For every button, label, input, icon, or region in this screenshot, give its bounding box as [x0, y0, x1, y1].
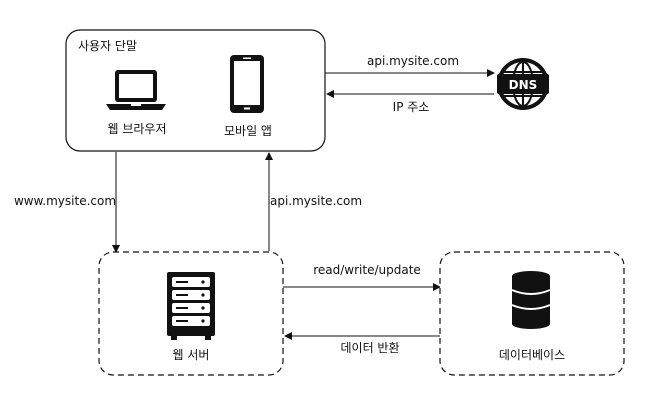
web-server-box: 웹 서버 [98, 251, 284, 376]
db-request-label: read/write/update [313, 263, 421, 277]
client-box-title: 사용자 단말 [78, 39, 137, 53]
browser-to-webserver-label: www.mysite.com [14, 194, 116, 208]
db-response-label: 데이터 반환 [340, 341, 399, 355]
browser-to-webserver-arrow: www.mysite.com [14, 152, 120, 253]
db-request-arrow: read/write/update [283, 263, 441, 291]
web-browser-label: 웹 브라우저 [107, 122, 166, 136]
dns-request-arrow: api.mysite.com [325, 54, 495, 77]
dns-globe-icon: DNS [497, 58, 549, 110]
dns-icon-text: DNS [509, 78, 538, 92]
database-icon [511, 271, 551, 329]
mobile-app-label: 모바일 앱 [224, 124, 272, 138]
laptop-icon [106, 70, 166, 110]
dns-response-arrow: IP 주소 [326, 90, 494, 114]
database-box: 데이터베이스 [439, 251, 625, 376]
web-server-label: 웹 서버 [173, 348, 210, 362]
mobile-phone-icon [230, 55, 264, 113]
dns-request-label: api.mysite.com [367, 54, 459, 68]
database-label: 데이터베이스 [499, 348, 565, 362]
dns-response-label: IP 주소 [393, 100, 430, 114]
client-devices-box: 사용자 단말 웹 브라우저 모바일 앱 [65, 29, 326, 152]
db-response-arrow: 데이터 반환 [284, 332, 440, 355]
webserver-to-mobile-arrow: api.mysite.com [265, 152, 362, 251]
webserver-to-mobile-label: api.mysite.com [270, 194, 362, 208]
server-rack-icon [167, 272, 215, 340]
